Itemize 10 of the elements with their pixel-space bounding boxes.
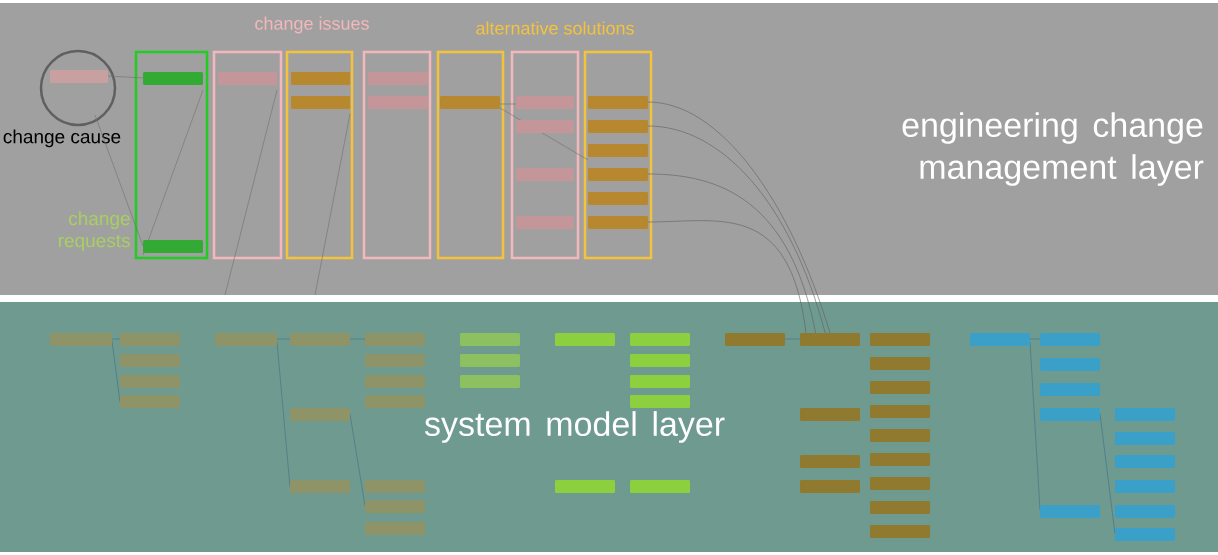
group-frame <box>212 50 283 260</box>
group-frame <box>362 50 432 260</box>
column-heading: alternative solutions <box>476 21 634 35</box>
group-frame <box>510 50 580 260</box>
group-frame <box>583 50 653 260</box>
node-label: change cause <box>3 129 121 148</box>
group-frame <box>285 50 354 260</box>
column-heading: change issues <box>255 16 369 34</box>
group-frame <box>436 50 505 260</box>
node-label: change requests <box>58 211 130 252</box>
